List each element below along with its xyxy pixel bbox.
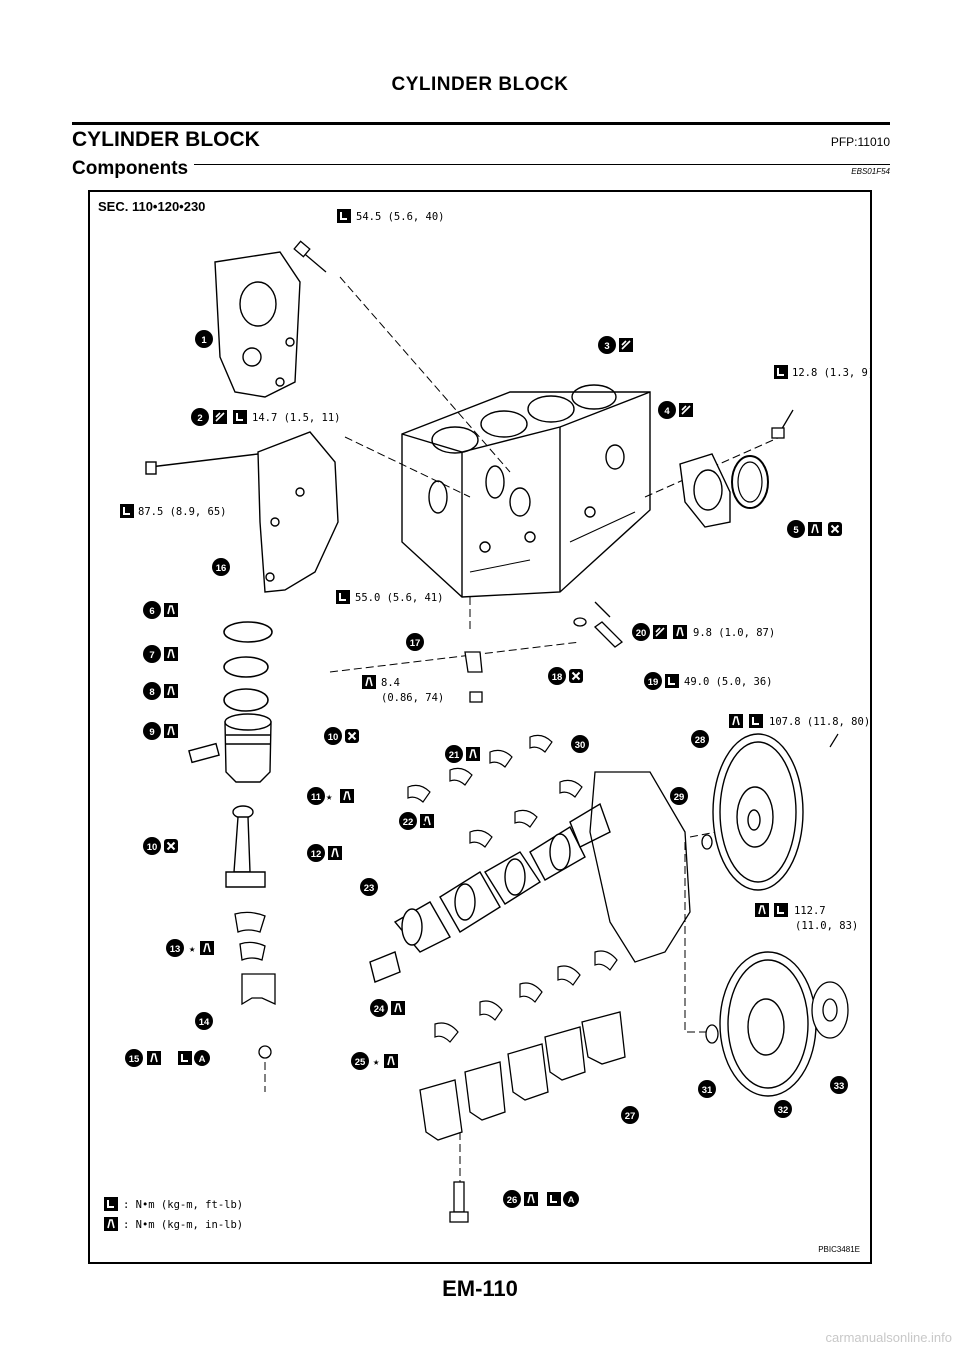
legend-ft-lb: : N•m (kg-m, ft-lb) (123, 1199, 243, 1211)
torque-label: 55.0 (5.6, 41) (355, 592, 444, 604)
pfp-code: PFP:11010 (830, 135, 890, 149)
piston-rings (223, 621, 273, 712)
svg-text:9: 9 (149, 727, 154, 738)
exploded-diagram: 1 2 3 4 5 6 7 8 9 10 10 11 12 13 14 15 1… (103, 208, 874, 1232)
svg-text:29: 29 (674, 792, 685, 803)
torque-label: 12.8 (1.3, 9) (792, 367, 874, 379)
main-bearing-caps (419, 1011, 626, 1141)
torque-label: 54.5 (5.6, 40) (356, 211, 445, 223)
svg-text:22: 22 (403, 817, 414, 828)
ebs-code: EBS01F54 (851, 167, 890, 176)
rear-plate (589, 771, 691, 963)
svg-text:12: 12 (311, 849, 322, 860)
svg-text:19: 19 (648, 677, 659, 688)
svg-text:A: A (568, 1195, 575, 1206)
svg-text:8: 8 (149, 687, 154, 698)
torque-label: 107.8 (11.8, 80) (769, 716, 870, 728)
components-figure: 1 2 3 4 5 6 7 8 9 10 10 11 12 13 14 15 1… (88, 190, 874, 1264)
svg-text:16: 16 (216, 563, 227, 574)
svg-text:★: ★ (326, 791, 333, 803)
svg-text:18: 18 (552, 672, 563, 683)
svg-text:10: 10 (147, 842, 158, 853)
drain-plug (573, 601, 624, 648)
figure-code: PBIC3481E (818, 1245, 860, 1254)
svg-text:A: A (199, 1054, 206, 1065)
rod-bearing (234, 911, 266, 961)
subsection-title: Components (72, 158, 195, 180)
callouts: 1 2 3 4 5 6 7 8 9 10 10 11 12 13 14 15 1… (125, 330, 848, 1208)
svg-text:6: 6 (149, 606, 154, 617)
svg-text:32: 32 (778, 1105, 789, 1116)
subsection-rule (72, 164, 890, 165)
watermark: carmanualsonline.info (825, 1330, 952, 1345)
torque-label: 87.5 (8.9, 65) (138, 506, 227, 518)
mounting-bracket (145, 431, 339, 593)
torque-label: 112.7 (794, 905, 826, 917)
rear-oil-seal (731, 455, 769, 509)
page-number: EM-110 (442, 1276, 518, 1301)
svg-text:11: 11 (311, 792, 322, 803)
svg-text:4: 4 (664, 406, 670, 417)
sec-label: SEC. 110•120•230 (98, 199, 206, 214)
crankshaft (369, 802, 611, 983)
torque-label: 49.0 (5.0, 36) (684, 676, 773, 688)
svg-text:5: 5 (793, 525, 799, 536)
svg-text:27: 27 (625, 1111, 636, 1122)
svg-text:23: 23 (364, 883, 375, 894)
svg-text:24: 24 (374, 1004, 385, 1015)
header-rule (72, 122, 890, 125)
svg-text:30: 30 (575, 740, 586, 751)
rod-cap (241, 973, 276, 1059)
bolt-top (293, 240, 327, 273)
cylinder-block (401, 384, 651, 598)
main-bearing-shells (407, 734, 618, 1043)
svg-text:15: 15 (129, 1054, 140, 1065)
svg-text:★: ★ (189, 943, 196, 955)
pilot-bushing (701, 834, 719, 1044)
svg-text:1: 1 (201, 335, 207, 346)
svg-text:28: 28 (695, 735, 706, 746)
svg-text:7: 7 (149, 650, 154, 661)
torque-label: 14.7 (1.5, 11) (252, 412, 341, 424)
page-header: CYLINDER BLOCK (391, 74, 569, 95)
svg-text:20: 20 (636, 628, 647, 639)
svg-text:3: 3 (604, 341, 609, 352)
connecting-rod (225, 805, 266, 888)
rear-oil-seal-retainer (679, 453, 731, 528)
svg-text:21: 21 (449, 750, 460, 761)
svg-text:14: 14 (199, 1017, 210, 1028)
main-bearing-bolt (449, 1181, 469, 1223)
reinforcement-plate (811, 981, 849, 1039)
svg-text:13: 13 (170, 944, 181, 955)
svg-text:2: 2 (197, 413, 202, 424)
piston (224, 713, 272, 783)
svg-text:25: 25 (355, 1057, 366, 1068)
torque-label: (0.86, 74) (381, 692, 444, 704)
svg-text:31: 31 (702, 1085, 713, 1096)
torque-label: 8.4 (381, 677, 400, 689)
svg-text:10: 10 (328, 732, 339, 743)
legend-in-lb: : N•m (kg-m, in-lb) (123, 1219, 243, 1231)
svg-text:★: ★ (373, 1056, 380, 1068)
svg-text:17: 17 (410, 638, 421, 649)
drive-plate (719, 951, 817, 1097)
torque-label: (11.0, 83) (795, 920, 858, 932)
piston-pin (188, 742, 220, 764)
flywheel (712, 733, 839, 891)
bolt-rear (771, 409, 794, 439)
oil-jet (464, 651, 483, 703)
svg-text:26: 26 (507, 1195, 518, 1206)
torque-label: 9.8 (1.0, 87) (693, 627, 775, 639)
section-title: CYLINDER BLOCK (72, 128, 260, 151)
svg-text:33: 33 (834, 1081, 845, 1092)
front-cover (214, 251, 301, 398)
svg-text:★: ★ (421, 816, 428, 828)
